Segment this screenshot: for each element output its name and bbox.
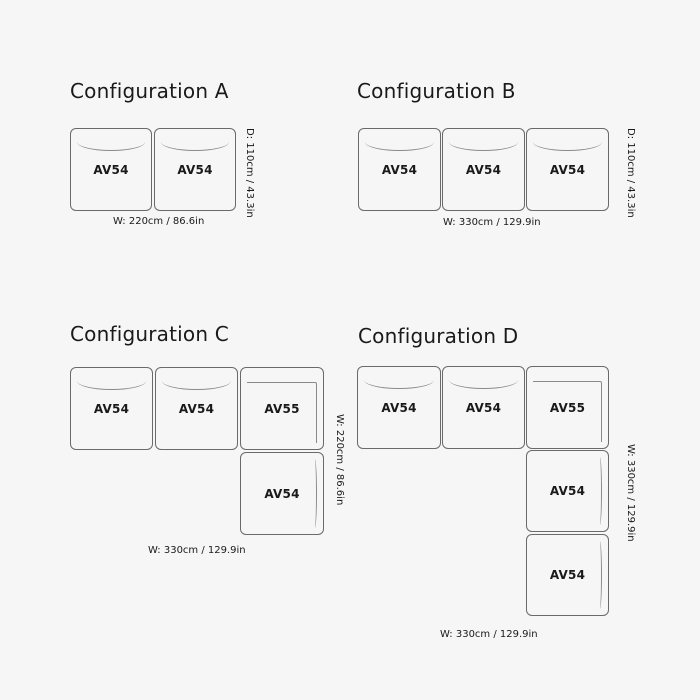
config-b-title: Configuration B (357, 79, 516, 103)
config-d-module-1: AV54 (357, 366, 441, 449)
config-b-module-2: AV54 (442, 128, 525, 211)
module-label: AV54 (465, 162, 502, 177)
side-backrest-line (593, 457, 602, 525)
module-label: AV54 (549, 484, 586, 498)
module-label: AV54 (177, 162, 213, 177)
side-backrest-line (593, 541, 602, 609)
config-b-depth-label: D: 110cm / 43.3in (625, 128, 636, 218)
config-a-depth-label: D: 110cm / 43.3in (244, 128, 255, 218)
corner-backrest-line (247, 382, 317, 443)
module-label: AV54 (549, 568, 586, 582)
module-label: AV54 (465, 400, 502, 415)
backrest-line (449, 380, 518, 389)
config-b-module-3: AV54 (526, 128, 609, 211)
config-a-module-1: AV54 (70, 128, 152, 211)
module-label: AV55 (264, 401, 300, 416)
config-b-width-label: W: 330cm / 129.9in (443, 217, 541, 228)
module-label: AV54 (178, 401, 215, 416)
module-label: AV54 (93, 401, 130, 416)
module-label: AV54 (93, 162, 129, 177)
corner-backrest-line (533, 381, 602, 442)
module-label: AV54 (549, 162, 586, 177)
config-c-side-label: W: 220cm / 86.6in (334, 414, 345, 506)
side-backrest-line (308, 459, 317, 528)
backrest-line (77, 142, 145, 151)
config-a-title: Configuration A (70, 79, 229, 103)
config-a-width-label: W: 220cm / 86.6in (113, 216, 205, 227)
config-d-corner-module: AV55 (526, 366, 609, 449)
config-d-module-4: AV54 (526, 450, 609, 532)
backrest-line (364, 380, 434, 389)
module-label: AV54 (381, 162, 418, 177)
config-d-width-label: W: 330cm / 129.9in (440, 629, 538, 640)
config-c-module-1: AV54 (70, 367, 153, 450)
backrest-line (162, 381, 231, 390)
module-label: AV54 (264, 486, 300, 501)
config-c-corner-module: AV55 (240, 367, 324, 450)
config-d-title: Configuration D (358, 324, 519, 348)
backrest-line (365, 142, 434, 151)
config-b-module-1: AV54 (358, 128, 441, 211)
config-a-module-2: AV54 (154, 128, 236, 211)
config-d-side-label: W: 330cm / 129.9in (625, 444, 636, 542)
backrest-line (533, 142, 602, 151)
config-c-module-2: AV54 (155, 367, 238, 450)
backrest-line (161, 142, 229, 151)
config-c-width-label: W: 330cm / 129.9in (148, 545, 246, 556)
config-d-module-5: AV54 (526, 534, 609, 616)
config-c-title: Configuration C (70, 322, 229, 346)
config-d-module-2: AV54 (442, 366, 525, 449)
config-c-module-4: AV54 (240, 452, 324, 535)
backrest-line (449, 142, 518, 151)
module-label: AV55 (549, 400, 586, 415)
backrest-line (77, 381, 146, 390)
module-label: AV54 (381, 400, 417, 415)
